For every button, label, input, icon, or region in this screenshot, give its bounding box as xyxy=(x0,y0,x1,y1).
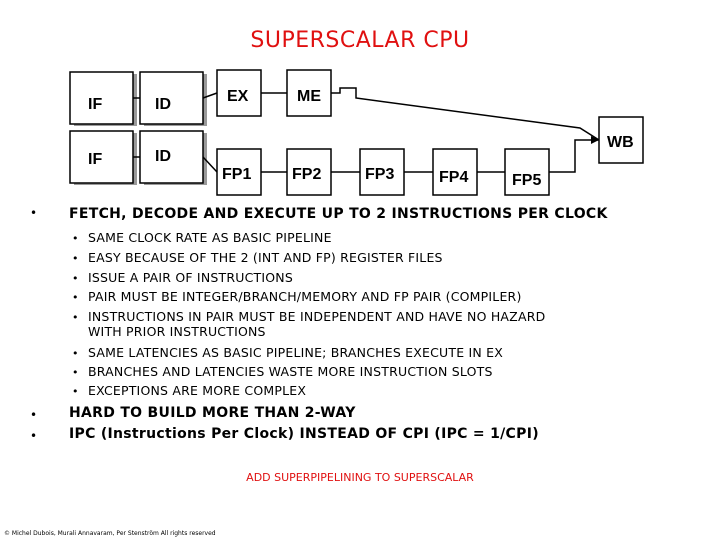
sub-bullet-dot: • xyxy=(72,311,79,324)
fp5-stage xyxy=(504,148,550,196)
id-stage-int xyxy=(139,71,204,125)
wb-label: WB xyxy=(607,134,634,151)
fp4-stage xyxy=(432,148,478,196)
if-stage-int xyxy=(69,71,134,125)
fp3-stage xyxy=(359,148,405,196)
ex-stage xyxy=(216,69,262,117)
sub-bullet-7: BRANCHES AND LATENCIES WASTE MORE INSTRU… xyxy=(88,364,493,379)
fp1-label: FP1 xyxy=(222,166,251,183)
me-stage xyxy=(286,69,332,117)
fp3-label: FP3 xyxy=(365,166,394,183)
sub-bullet-dot: • xyxy=(72,366,79,379)
fp2-stage xyxy=(286,148,332,196)
footer-note: ADD SUPERPIPELINING TO SUPERSCALAR xyxy=(246,471,474,484)
sub-bullet-2: EASY BECAUSE OF THE 2 (INT AND FP) REGIS… xyxy=(88,250,443,265)
sub-bullet-dot: • xyxy=(72,232,79,245)
sub-bullet-5: INSTRUCTIONS IN PAIR MUST BE INDEPENDENT… xyxy=(88,309,546,324)
fp4-label: FP4 xyxy=(439,169,468,186)
slide-title: SUPERSCALAR CPU xyxy=(250,28,470,53)
sub-bullet-dot: • xyxy=(72,291,79,304)
id-int-label: ID xyxy=(155,96,171,113)
fp2-label: FP2 xyxy=(292,166,321,183)
sub-bullet-dot: • xyxy=(72,272,79,285)
me-label: ME xyxy=(297,88,321,105)
sub-bullet-4: PAIR MUST BE INTEGER/BRANCH/MEMORY AND F… xyxy=(88,289,522,304)
if-int-label: IF xyxy=(88,96,102,113)
sub-bullet-3: ISSUE A PAIR OF INSTRUCTIONS xyxy=(88,270,293,285)
sub-bullet-dot: • xyxy=(72,252,79,265)
fp5-label: FP5 xyxy=(512,172,541,189)
sub-bullet-dot: • xyxy=(72,385,79,398)
superscalar-pipeline-diagram: IF ID EX ME IF ID FP1 FP2 FP3 FP4 FP5 WB xyxy=(69,69,644,196)
main-bullet-dot: • xyxy=(30,206,38,220)
bottom-bullet-2: IPC (Instructions Per Clock) INSTEAD OF … xyxy=(69,426,539,442)
ex-label: EX xyxy=(227,88,249,105)
sub-bullet-1: SAME CLOCK RATE AS BASIC PIPELINE xyxy=(88,230,332,245)
id-fp-label: ID xyxy=(155,148,171,165)
bottom-bullet-1: HARD TO BUILD MORE THAN 2-WAY xyxy=(69,405,356,421)
bottom-bullet-dot: • xyxy=(30,429,38,443)
id-stage-fp xyxy=(139,130,204,184)
fp1-stage xyxy=(216,148,262,196)
sub-bullet-dot: • xyxy=(72,347,79,360)
bottom-bullet-dot: • xyxy=(30,408,38,422)
wb-stage xyxy=(598,116,644,164)
sub-bullet-5-cont: WITH PRIOR INSTRUCTIONS xyxy=(88,324,266,339)
sub-bullet-6: SAME LATENCIES AS BASIC PIPELINE; BRANCH… xyxy=(88,345,503,360)
sub-bullet-8: EXCEPTIONS ARE MORE COMPLEX xyxy=(88,383,307,398)
copyright-credit: © Michel Dubois, Murali Annavaram, Per S… xyxy=(4,530,216,537)
if-fp-label: IF xyxy=(88,151,102,168)
main-bullet: FETCH, DECODE AND EXECUTE UP TO 2 INSTRU… xyxy=(69,206,608,222)
